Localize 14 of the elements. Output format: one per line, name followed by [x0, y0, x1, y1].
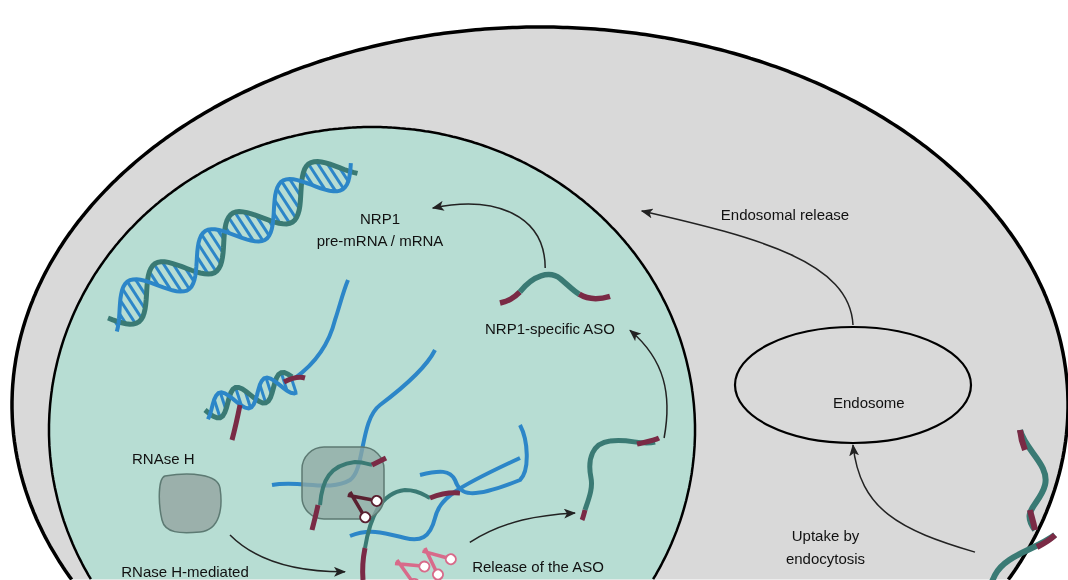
edge-label: Endosomal release [719, 205, 851, 225]
arrow [431, 201, 546, 269]
arrow [469, 508, 576, 544]
enzyme-label: RNAse H [132, 449, 196, 469]
arrow [629, 329, 668, 439]
aso-label: NRP1-specific ASO [483, 319, 616, 339]
arrow [849, 444, 976, 553]
edge-label: RNase H-mediated [120, 563, 250, 580]
mrna-label: NRP1 pre-mRNA / mRNA [315, 209, 445, 251]
endosome-label: Endosome [833, 393, 905, 413]
arrow [229, 534, 346, 577]
edge-label: Uptake by endocytosis [784, 526, 867, 569]
edge-label: Release of the ASO [471, 557, 605, 577]
arrow [640, 208, 854, 326]
